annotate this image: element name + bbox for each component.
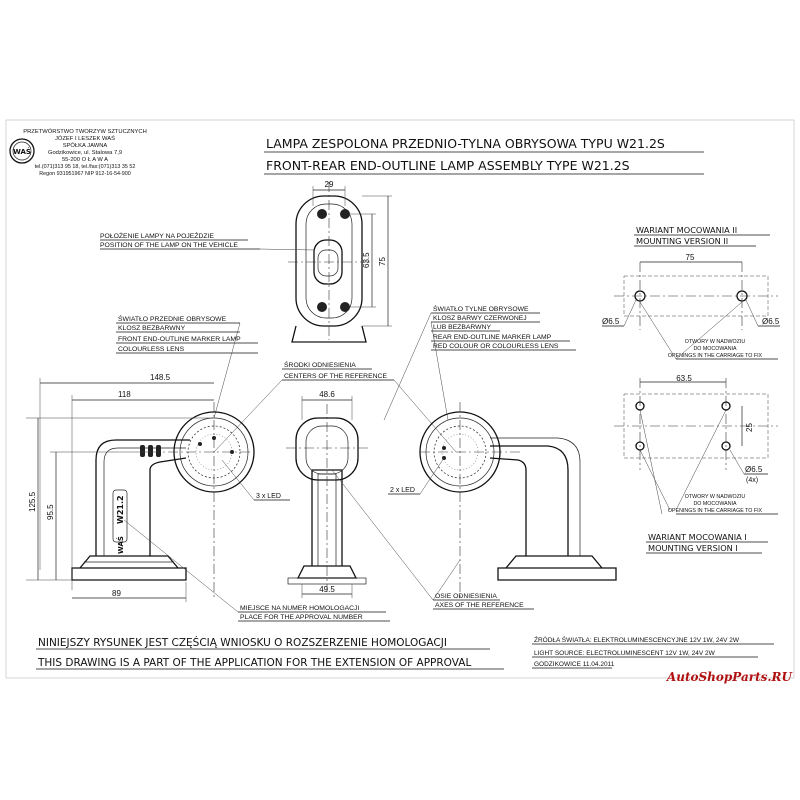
front-lamp-label: ŚWIATŁO PRZEDNIE OBRYSOWE KLOSZ BEZBARWN… xyxy=(116,314,258,419)
label-centers-pl: ŚRODKI ODNIESIENIA xyxy=(284,360,356,369)
label-2-led: 2 x LED xyxy=(390,487,415,494)
top-view: 29 63.5 75 xyxy=(288,180,392,343)
svg-text:OPENINGS IN THE CARRIAGE TO FI: OPENINGS IN THE CARRIAGE TO FIX xyxy=(668,508,763,514)
svg-text:OPENINGS IN THE CARRIAGE TO FI: OPENINGS IN THE CARRIAGE TO FIX xyxy=(668,353,763,359)
company-logo-text: WAŚ xyxy=(13,147,31,156)
svg-text:COLOURLESS LENS: COLOURLESS LENS xyxy=(118,346,185,353)
company-line: Godzikowice, ul. Stalowa 7,9 xyxy=(48,150,122,156)
label-axes-en: AXES OF THE REFERENCE xyxy=(435,602,524,609)
svg-text:RED COLOUR OR COLOURLESS LENS: RED COLOUR OR COLOURLESS LENS xyxy=(433,343,559,350)
svg-text:75: 75 xyxy=(686,253,695,262)
svg-text:Ø6.5: Ø6.5 xyxy=(602,317,620,326)
side-view-rear xyxy=(419,402,617,600)
label-homolog-pl: MIEJSCE NA NUMER HOMOLOGACJI xyxy=(240,605,359,612)
svg-text:WARIANT MOCOWANIA I: WARIANT MOCOWANIA I xyxy=(648,532,747,542)
svg-text:KLOSZ BARWY CZERWONEJ: KLOSZ BARWY CZERWONEJ xyxy=(433,315,527,322)
label-3-led: 3 x LED xyxy=(256,493,281,500)
rear-lamp-label: ŚWIATŁO TYLNE OBRYSOWE KLOSZ BARWY CZERW… xyxy=(383,304,576,421)
svg-text:(4x): (4x) xyxy=(746,477,758,484)
footer-pl: NINIEJSZY RYSUNEK JEST CZĘŚCIĄ WNIOSKU O… xyxy=(38,636,447,649)
svg-text:75: 75 xyxy=(378,257,387,266)
svg-text:ŚWIATŁO TYLNE OBRYSOWE: ŚWIATŁO TYLNE OBRYSOWE xyxy=(433,304,529,313)
svg-text:118: 118 xyxy=(118,390,131,399)
svg-text:125.5: 125.5 xyxy=(28,491,37,512)
svg-text:29: 29 xyxy=(325,180,334,189)
label-axes-pl: OSIE ODNIESIENIA xyxy=(435,593,497,600)
footer-date: GODZIKOWICE 11.04.2011 xyxy=(534,661,615,668)
company-line: PRZETWÓRSTWO TWORZYW SZTUCZNYCH xyxy=(23,128,147,135)
company-line: SPÓŁKA JAWNA xyxy=(63,142,108,149)
label-centers-en: CENTERS OF THE REFERENCE xyxy=(284,373,387,380)
svg-text:REAR END-OUTLINE MARKER LAMP: REAR END-OUTLINE MARKER LAMP xyxy=(433,334,552,341)
company-line: JÓZEF I LESZEK WAŚ xyxy=(55,134,115,142)
mounting-version-2: WARIANT MOCOWANIA II MOUNTING VERSION II… xyxy=(602,225,780,360)
mounting-version-1: 63.5 25 Ø6.5 (4x) OTWORY W NADWOZIU DO M… xyxy=(614,374,778,554)
footer-source-pl: ŹRÓDŁA ŚWIATŁA: ELEKTROLUMINESCENCYJNE 1… xyxy=(534,635,740,644)
svg-text:49.5: 49.5 xyxy=(319,585,335,594)
sheet-border xyxy=(5,119,795,679)
label-position-pl: POŁOŻENIE LAMPY NA POJEŹDZIE xyxy=(100,231,214,240)
svg-text:ŚWIATŁO PRZEDNIE OBRYSOWE: ŚWIATŁO PRZEDNIE OBRYSOWE xyxy=(118,314,227,323)
svg-text:95.5: 95.5 xyxy=(46,504,55,520)
dimensions-left: 148.5 118 125.5 95.5 89 xyxy=(26,373,214,602)
svg-text:MOUNTING VERSION II: MOUNTING VERSION II xyxy=(636,236,728,246)
title-pl: LAMPA ZESPOLONA PRZEDNIO-TYLNA OBRYSOWA … xyxy=(266,136,665,151)
svg-text:48.6: 48.6 xyxy=(319,390,335,399)
footer-en: THIS DRAWING IS A PART OF THE APPLICATIO… xyxy=(37,657,471,669)
svg-text:Ø6.5: Ø6.5 xyxy=(762,317,780,326)
svg-text:63.5: 63.5 xyxy=(362,252,371,268)
svg-text:KLOSZ BEZBARWNY: KLOSZ BEZBARWNY xyxy=(118,325,186,332)
svg-text:WARIANT MOCOWANIA II: WARIANT MOCOWANIA II xyxy=(636,225,737,235)
svg-text:148.5: 148.5 xyxy=(150,373,171,382)
svg-text:Ø6.5: Ø6.5 xyxy=(745,465,763,474)
company-line: Regon 931951967 NIP 912-16-54-900 xyxy=(39,171,131,177)
company-logo xyxy=(9,138,35,164)
company-line: 55-200 O Ł A W A xyxy=(62,157,108,163)
footer-source-en: LIGHT SOURCE: ELECTROLUMINESCENT 12V 1W,… xyxy=(534,650,716,657)
svg-text:FRONT END-OUTLINE MARKER LAMP: FRONT END-OUTLINE MARKER LAMP xyxy=(118,336,241,343)
svg-text:DO MOCOWANIA: DO MOCOWANIA xyxy=(693,501,737,507)
title-en: FRONT-REAR END-OUTLINE LAMP ASSEMBLY TYP… xyxy=(266,158,630,173)
front-view: 48.6 49.5 xyxy=(286,390,370,598)
company-block: WAŚ PRZETWÓRSTWO TWORZYW SZTUCZNYCH JÓZE… xyxy=(9,128,147,177)
label-homolog-en: PLACE FOR THE APPROVAL NUMBER xyxy=(240,614,363,621)
label-position-en: POSITION OF THE LAMP ON THE VEHICLE xyxy=(100,242,238,249)
svg-text:W21.2: W21.2 xyxy=(116,495,125,524)
svg-text:DO MOCOWANIA: DO MOCOWANIA xyxy=(693,346,737,352)
svg-text:OTWORY W NADWOZIU: OTWORY W NADWOZIU xyxy=(685,494,746,500)
svg-text:LUB BEZBARWNY: LUB BEZBARWNY xyxy=(433,324,492,331)
company-line: tel.(071)313 95 18, tel./fax:(071)313 35… xyxy=(35,164,136,170)
svg-text:25: 25 xyxy=(745,423,754,432)
side-view-front: W21.2 WAŚ xyxy=(71,402,255,600)
svg-text:WAŚ: WAŚ xyxy=(116,536,125,554)
watermark: AutoShopParts.RU xyxy=(666,670,794,684)
svg-text:89: 89 xyxy=(112,589,121,598)
svg-text:MOUNTING VERSION I: MOUNTING VERSION I xyxy=(648,543,738,553)
svg-text:OTWORY W NADWOZIU: OTWORY W NADWOZIU xyxy=(685,339,746,345)
svg-text:63.5: 63.5 xyxy=(676,374,692,383)
